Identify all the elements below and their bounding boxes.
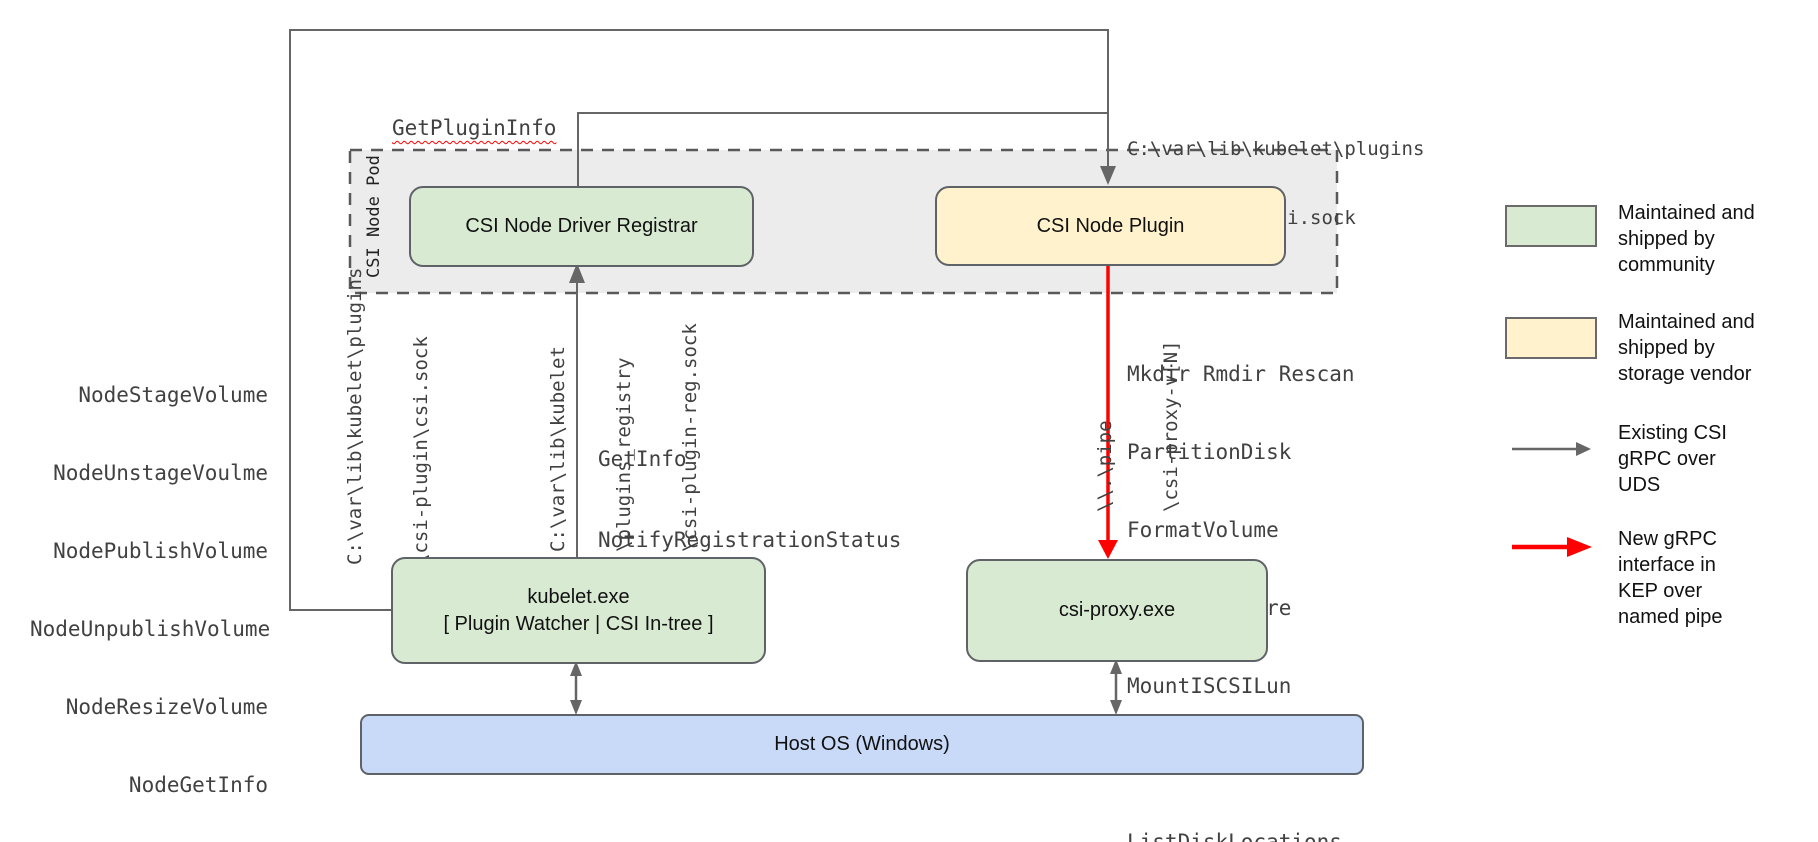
legend-line: named pipe — [1618, 606, 1723, 628]
registration-sock-label: C:\var\lib\kubelet \plugins_registry \cs… — [503, 292, 701, 552]
arrowhead-down-csiproxy-icon — [1098, 540, 1118, 559]
method-item: NodeGetInfo — [128, 773, 268, 797]
arrowhead-down-plugin-icon — [1100, 166, 1116, 185]
method-item: NodePublishVolume — [53, 539, 268, 563]
csi-sock-vertical-line1: C:\var\lib\kubelet\plugins — [344, 267, 366, 565]
kubelet-csi-method-list: NodeStageVolume NodeUnstageVoulme NodePu… — [30, 330, 271, 842]
notify-registration-status-label: NotifyRegistrationStatus — [598, 528, 902, 552]
legend-line: UDS — [1618, 474, 1661, 496]
csi-proxy-label: csi-proxy.exe — [1058, 599, 1176, 621]
arrowhead-down-hostos-right-icon — [1110, 700, 1122, 715]
arrowhead-down-hostos-left-icon — [570, 700, 582, 715]
method-item: FormatVolume — [1127, 518, 1279, 542]
method-item: PartitionDisk — [1127, 440, 1292, 464]
kubelet-label-line1: kubelet.exe — [527, 585, 630, 608]
csi-sock-vertical-line2: \csi-plugin\csi.sock — [410, 336, 432, 565]
csi-node-driver-registrar-box: CSI Node Driver Registrar — [409, 186, 754, 267]
registration-rpc-labels: GetInfo NotifyRegistrationStatus — [598, 392, 901, 608]
method-item: Mkdir Rmdir Rescan — [1127, 362, 1355, 386]
plugin-label: CSI Node Plugin — [1036, 214, 1185, 237]
registrar-label: CSI Node Driver Registrar — [465, 215, 698, 237]
kubelet-to-plugin-connector — [289, 29, 1109, 611]
legend-line: Existing CSI — [1618, 422, 1727, 444]
named-pipe-label: \\.\pipe \csi-proxy-v[N] — [1050, 322, 1182, 512]
method-item: NodeUnpublishVolume — [30, 617, 271, 641]
kubelet-label-line2: [ Plugin Watcher | CSI In-tree ] — [443, 612, 714, 635]
legend-line: interface in — [1618, 554, 1716, 576]
host-os-box: Host OS (Windows) — [360, 714, 1364, 775]
legend-line: shipped by — [1618, 228, 1715, 250]
legend-community-swatch — [1505, 205, 1597, 247]
legend-vendor-label: Maintained and shipped by storage vendor — [1618, 309, 1755, 387]
legend-line: shipped by — [1618, 337, 1715, 359]
csi-node-plugin-box: CSI Node Plugin — [935, 186, 1286, 266]
host-os-label: Host OS (Windows) — [774, 733, 950, 755]
legend-line: gRPC over — [1618, 448, 1716, 470]
method-item: MountISCSILun — [1127, 674, 1292, 698]
method-item: NodeResizeVolume — [65, 695, 268, 719]
method-item: ListDiskLocations — [1127, 830, 1342, 842]
csi-sock-path-line1: C:\var\lib\kubelet\plugins — [1127, 138, 1425, 160]
legend-line: storage vendor — [1618, 363, 1752, 385]
getinfo-label: GetInfo — [598, 447, 687, 471]
arrowhead-up-kubelet-icon — [570, 661, 582, 676]
legend-line: KEP over — [1618, 580, 1703, 602]
legend-vendor-swatch — [1505, 317, 1597, 359]
method-item: NodeUnstageVoulme — [53, 461, 268, 485]
method-item: NodeStageVolume — [78, 383, 268, 407]
csi-node-pod-label: CSI Node Pod — [364, 155, 384, 278]
legend-line: Maintained and — [1618, 311, 1755, 333]
kubelet-box: kubelet.exe [ Plugin Watcher | CSI In-tr… — [391, 557, 766, 664]
registrar-to-plugin-connector — [577, 112, 1108, 186]
legend-pipe-arrowhead-icon — [1567, 537, 1592, 557]
arrowhead-up-csiproxy-icon — [1110, 659, 1122, 674]
legend-uds-label: Existing CSI gRPC over UDS — [1618, 420, 1727, 498]
get-plugin-info-label: GetPluginInfo — [392, 116, 557, 140]
arrowhead-up-registrar-icon — [569, 263, 585, 283]
csi-proxy-box: csi-proxy.exe — [966, 559, 1268, 662]
legend-line: community — [1618, 254, 1715, 276]
legend-line: New gRPC — [1618, 528, 1717, 550]
legend-uds-arrowhead-icon — [1576, 442, 1591, 456]
csi-sock-vertical-label: C:\var\lib\kubelet\plugins \csi-plugin\c… — [300, 265, 432, 565]
named-pipe-line1: \\.\pipe — [1094, 420, 1116, 512]
legend-pipe-label: New gRPC interface in KEP over named pip… — [1618, 526, 1723, 630]
legend-community-label: Maintained and shipped by community — [1618, 200, 1755, 278]
registration-sock-line1: C:\var\lib\kubelet — [547, 346, 569, 552]
legend-line: Maintained and — [1618, 202, 1755, 224]
